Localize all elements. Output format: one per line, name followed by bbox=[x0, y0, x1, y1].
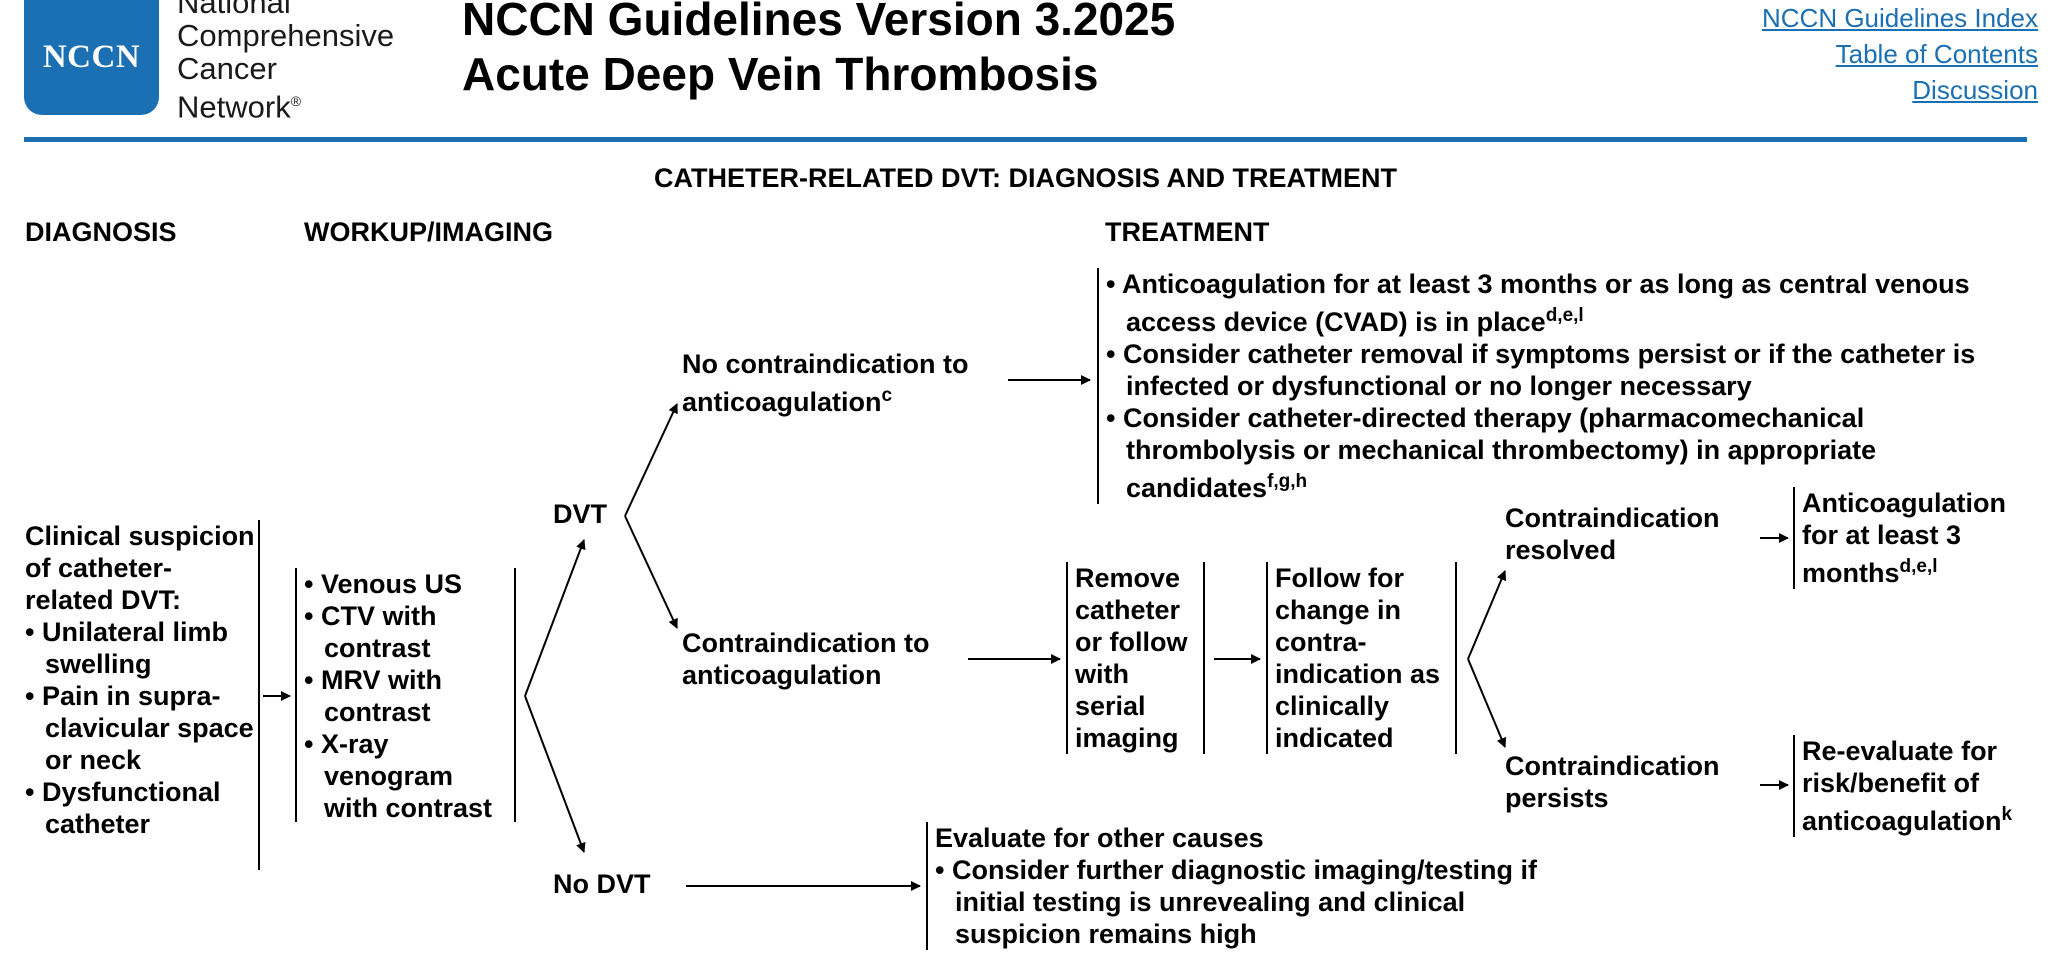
table-of-contents-link[interactable]: Table of Contents bbox=[1835, 39, 2038, 69]
arrow-to-dvt bbox=[524, 539, 586, 697]
header-links: NCCN Guidelines Index Table of Contents … bbox=[1762, 0, 2038, 108]
treatment-item: • Consider catheter removal if symptoms … bbox=[1106, 339, 1976, 401]
arrow-to-resolved bbox=[1467, 570, 1507, 660]
diagnosis-item: • Dysfunctional catheter bbox=[25, 777, 221, 839]
no-dvt-item: • Consider further diagnostic imaging/te… bbox=[935, 855, 1538, 949]
header-divider bbox=[24, 137, 2027, 142]
workup-item: • MRV with contrast bbox=[304, 665, 442, 727]
workup-item: • Venous US bbox=[304, 569, 463, 599]
resolved-outcome: Anticoagulation for at least 3 monthsd,e… bbox=[1793, 487, 2042, 589]
no-dvt-node: No DVT bbox=[553, 869, 651, 899]
organization-name: National Comprehensive Cancer Network® bbox=[177, 0, 395, 125]
contraindication-resolved-label: Contraindication resolved bbox=[1505, 503, 1720, 565]
persists-outcome: Re-evaluate for risk/benefit of anticoag… bbox=[1793, 735, 2042, 837]
arrow-to-no-contraindication bbox=[624, 403, 678, 517]
no-contraindication-label: No contraindication to anticoagulationc bbox=[682, 349, 969, 417]
nccn-logo: NCCN bbox=[24, 0, 159, 115]
workup-box: • Venous US • CTV with contrast • MRV wi… bbox=[295, 568, 516, 823]
treatment-item: • Anticoagulation for at least 3 months … bbox=[1106, 269, 1970, 337]
contraindication-persists-label: Contraindication persists bbox=[1505, 751, 1720, 813]
diagnosis-item: • Pain in supra-clavicular space or neck bbox=[25, 681, 254, 775]
workup-item: • X-ray venogram with contrast bbox=[304, 729, 493, 823]
remove-catheter-box: Remove catheter or follow with serial im… bbox=[1066, 562, 1205, 754]
no-contraindication-treatment: • Anticoagulation for at least 3 months … bbox=[1097, 268, 2036, 504]
discussion-link[interactable]: Discussion bbox=[1912, 75, 2038, 105]
guidelines-index-link[interactable]: NCCN Guidelines Index bbox=[1761, 3, 2038, 33]
treatment-item: • Consider catheter-directed therapy (ph… bbox=[1106, 403, 1877, 503]
arrow-to-contraindication bbox=[624, 515, 678, 629]
column-heading-treatment: TREATMENT bbox=[1105, 217, 1270, 247]
workup-item: • CTV with contrast bbox=[304, 601, 437, 663]
diagnosis-box: Clinical suspicion of catheter-related D… bbox=[25, 520, 260, 870]
no-dvt-box: Evaluate for other causes • Consider fur… bbox=[926, 822, 1575, 950]
arrow-to-no-dvt bbox=[524, 695, 586, 853]
page-title: NCCN Guidelines Version 3.2025 Acute Dee… bbox=[462, 0, 1176, 100]
contraindication-label: Contraindication to anticoagulation bbox=[682, 628, 930, 690]
section-heading: CATHETER-RELATED DVT: DIAGNOSIS AND TREA… bbox=[654, 163, 1397, 193]
column-heading-diagnosis: DIAGNOSIS bbox=[25, 217, 177, 247]
column-heading-workup: WORKUP/IMAGING bbox=[304, 217, 553, 247]
arrow-to-persists bbox=[1467, 658, 1507, 748]
follow-change-box: Follow for change in contra-indication a… bbox=[1266, 562, 1457, 754]
diagnosis-item: • Unilateral limb swelling bbox=[25, 617, 229, 679]
dvt-node: DVT bbox=[553, 499, 607, 529]
